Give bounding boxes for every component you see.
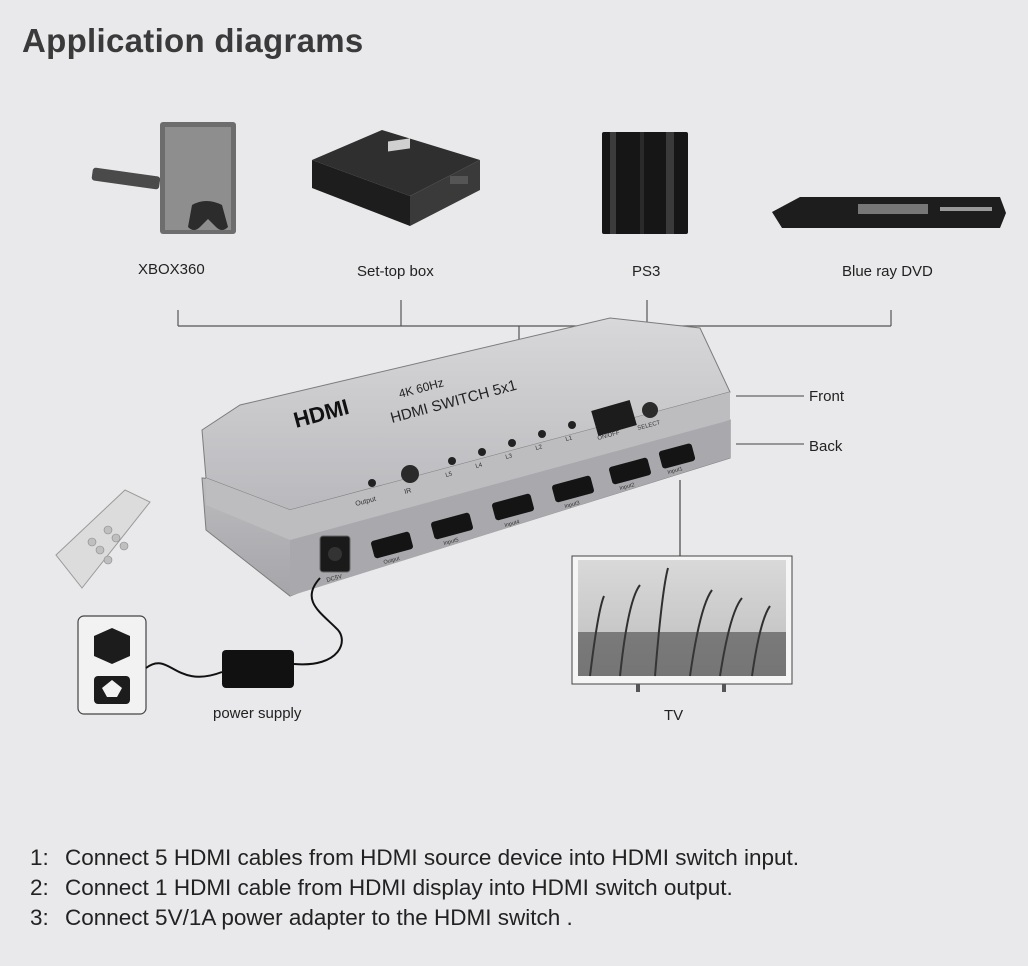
set-top-box-label: Set-top box — [357, 263, 434, 280]
port-label: Input1 — [667, 466, 683, 476]
blu-ray-player-illustration — [772, 197, 1006, 228]
set-top-box-illustration — [312, 130, 480, 226]
remote-control-illustration — [55, 489, 151, 589]
tv-label: TV — [664, 707, 684, 724]
xbox360-label: XBOX360 — [138, 261, 205, 278]
back-label: Back — [809, 438, 843, 455]
power-supply-label: power supply — [213, 705, 302, 722]
ps3-label: PS3 — [632, 263, 661, 280]
power-outlet-illustration — [77, 615, 147, 715]
instruction-step: 3: Connect 5V/1A power adapter to the HDM… — [30, 903, 799, 933]
step-text: Connect 5 HDMI cables from HDMI source d… — [65, 845, 799, 870]
step-text: Connect 5V/1A power adapter to the HDMI … — [65, 905, 573, 930]
select-button-label: SELECT — [637, 420, 661, 432]
power-button-label: ON/OFF — [597, 430, 621, 442]
tv-illustration — [571, 555, 793, 692]
step-number: 3: — [30, 905, 49, 930]
front-label: Front — [809, 388, 845, 405]
ps3-illustration — [602, 132, 688, 234]
port-label: Output — [383, 556, 401, 566]
led-label: L3 — [505, 453, 514, 461]
led-label: L1 — [565, 435, 574, 443]
switch-front-panel — [201, 317, 731, 540]
instruction-step: 2: Connect 1 HDMI cable from HDMI display… — [30, 873, 799, 903]
step-number: 2: — [30, 875, 49, 900]
port-label: Input5 — [443, 537, 459, 547]
port-label: Input2 — [619, 482, 635, 492]
xbox360-illustration — [91, 122, 236, 234]
led-label: L4 — [475, 462, 484, 470]
instruction-step: 1: Connect 5 HDMI cables from HDMI source… — [30, 843, 799, 873]
led-label: L2 — [535, 444, 544, 452]
instruction-list: 1: Connect 5 HDMI cables from HDMI source… — [30, 843, 799, 933]
blu-ray-label: Blue ray DVD — [842, 263, 933, 280]
step-number: 1: — [30, 845, 49, 870]
step-text: Connect 1 HDMI cable from HDMI display i… — [65, 875, 733, 900]
led-label: L5 — [445, 471, 454, 479]
power-adapter-illustration — [222, 650, 294, 688]
page-title: Application diagrams — [22, 22, 364, 59]
dc-port-label: DC5V — [326, 574, 343, 584]
port-label: Input3 — [564, 500, 580, 510]
port-label: Input4 — [504, 519, 520, 529]
ir-label: IR — [404, 487, 413, 496]
